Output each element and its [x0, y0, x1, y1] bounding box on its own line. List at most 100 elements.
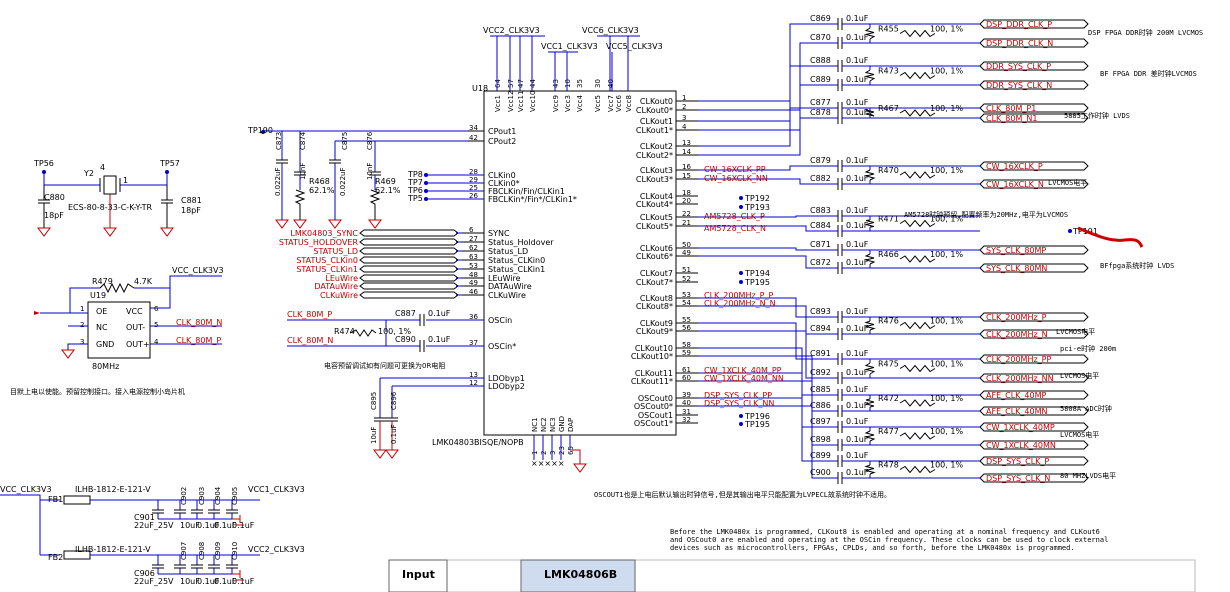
tp195-dot[interactable]	[739, 414, 743, 418]
output-net-port	[979, 19, 1089, 29]
term-res-val: 100, 1%	[930, 25, 963, 34]
c904-val: 0.1uF	[214, 521, 237, 530]
chip-left-pin-name: Status_CLKin0	[488, 256, 545, 265]
chip-right-pin-num: 2	[682, 103, 686, 111]
output-cap-val: 0.1uF	[846, 451, 869, 460]
term-resistor	[864, 253, 876, 265]
crystal-y2: TP56 TP57 Y2 4 1 ECS-80-8-33-C-K-Y-TR C8…	[33, 159, 202, 237]
tp194-dot[interactable]	[739, 280, 743, 284]
left-net-label: CLKuWire	[320, 291, 358, 300]
output-cap-ref: C891	[810, 349, 831, 358]
inner-net-label: CW_16XCLK_PP	[704, 165, 766, 174]
output-net-label: AFE_CLK_40MN	[986, 407, 1048, 416]
nc-marks: ×××××	[531, 435, 587, 473]
tp5-dot[interactable]	[424, 197, 428, 201]
chip-right-pin-name: OSCout0*	[634, 402, 673, 411]
u19-note: 目默上电以使能。预留控制接口。接入电源控制小岛片机	[10, 387, 185, 396]
chip-top-pin-name: Vcc10	[529, 91, 537, 112]
output-cap-val: 0.1uF	[846, 75, 869, 84]
r469-body	[369, 189, 381, 220]
chip-left-pin-name: LDObyp2	[488, 382, 525, 391]
tp191-dot[interactable]	[739, 196, 743, 200]
tp196-dot[interactable]	[739, 422, 743, 426]
chip-right-pin-num: 54	[682, 299, 691, 307]
term-resistor-h	[899, 364, 936, 373]
net-vcc6: VCC6_CLK3V3	[582, 26, 639, 35]
term-res-ref: R475	[878, 360, 899, 369]
y2-ref: Y2	[83, 169, 94, 178]
output-cap-val: 0.1uF	[846, 468, 869, 477]
chip-top-pin-name: Vcc9	[552, 95, 560, 112]
output-net-label: SYS_CLK_80MP	[986, 246, 1046, 255]
c909-ref: C909	[214, 542, 222, 560]
term-resistor-h	[899, 399, 936, 407]
pf-input-wires	[0, 494, 60, 556]
tp6-dot[interactable]	[424, 189, 428, 193]
output-note: LVCMOS电平	[1056, 327, 1095, 336]
chip-left-pin-num: 46	[469, 288, 478, 296]
chip-right-pin-name: CLKout8	[640, 294, 673, 303]
u19-oe-arrow	[34, 311, 40, 315]
crystal-grounds	[37, 194, 174, 237]
inner-net-label: DSP_SYS_CLK_NN	[704, 399, 774, 408]
chip-left-pin-num: 25	[469, 184, 478, 192]
oscin-network: CLK_80M_P CLK_80M_N C887 0.1uF C890 0.1u…	[287, 309, 484, 370]
inner-net-label: CW_1XCLK_40M_NN	[704, 374, 784, 383]
output-wire	[698, 215, 838, 218]
chip-top-pin-num: 30	[594, 79, 602, 88]
r469-ref: R469	[375, 177, 396, 186]
output-wire	[698, 107, 838, 147]
chip-left-pin-name: FBCLKin/Fin/CLKin1	[488, 187, 565, 196]
tp58-dot[interactable]	[1068, 229, 1072, 233]
output-cap-val: 0.1uF	[846, 56, 869, 65]
output-cap-ref: C883	[810, 206, 831, 215]
tp190-dot[interactable]	[261, 130, 265, 134]
output-cap-ref: C899	[810, 451, 831, 460]
u19-pin-outn: OUT-	[126, 323, 145, 332]
tp193-dot[interactable]	[739, 271, 743, 275]
c896-val: 0.1uF	[390, 424, 398, 444]
output-cap-ref: C892	[810, 368, 831, 377]
chip-right-pin-num: 56	[682, 324, 691, 332]
chip-right-pin-name: CLKout10	[635, 344, 673, 353]
chip-top-pin-num: 43	[552, 79, 560, 88]
output-wire	[698, 397, 838, 462]
output-net-label: DSP_DDR_CLK_N	[986, 39, 1053, 48]
tp192-dot[interactable]	[739, 205, 743, 209]
chip-right-pin-num: 18	[682, 189, 691, 197]
chip-left-pin-num: 37	[469, 339, 478, 347]
tp8-dot[interactable]	[424, 173, 428, 177]
red-annotation-mark	[1077, 226, 1144, 248]
chip-right-pin-num: 51	[682, 266, 691, 274]
chip-ref: U18	[472, 84, 488, 93]
chip-left-pin-name: CLKuWire	[488, 291, 526, 300]
term-resistor-h	[899, 71, 936, 80]
chip-right-pin-num: 39	[682, 391, 691, 399]
tp57-dot[interactable]	[165, 170, 169, 174]
oscin-wires	[287, 319, 484, 347]
output-cap-val: 0.1uF	[846, 401, 869, 410]
ldo-bypass: C895 C896 10uF 0.1uF	[370, 377, 484, 459]
term-resistor	[864, 362, 876, 375]
chip-right-pin-num: 15	[682, 172, 691, 180]
chip-right-pin-name: CLKout3	[640, 166, 673, 175]
tp7-dot[interactable]	[424, 181, 428, 185]
c903-val: 0.1uF	[197, 521, 220, 530]
y2-pin1: 1	[123, 176, 128, 185]
c902-val: 10uF	[180, 521, 200, 530]
chip-right-pin-name: CLKout5	[640, 213, 673, 222]
output-net-port	[979, 80, 1089, 90]
chip-right-pin-name: CLKout1	[640, 117, 673, 126]
term-res-ref: R471	[878, 215, 899, 224]
term-res-val: 100, 1%	[930, 360, 963, 369]
term-resistor-h	[899, 29, 936, 38]
tp56-dot[interactable]	[42, 170, 46, 174]
c875-val: 0.022uF	[339, 167, 347, 196]
tp7-label: TP7	[407, 178, 423, 187]
chip-right-pin-name: CLKout8*	[636, 302, 673, 311]
output-note: LVCMOS电平	[1060, 430, 1099, 439]
clkin-wires	[428, 174, 484, 200]
output-net-label: AFE_CLK_40MP	[986, 391, 1047, 400]
